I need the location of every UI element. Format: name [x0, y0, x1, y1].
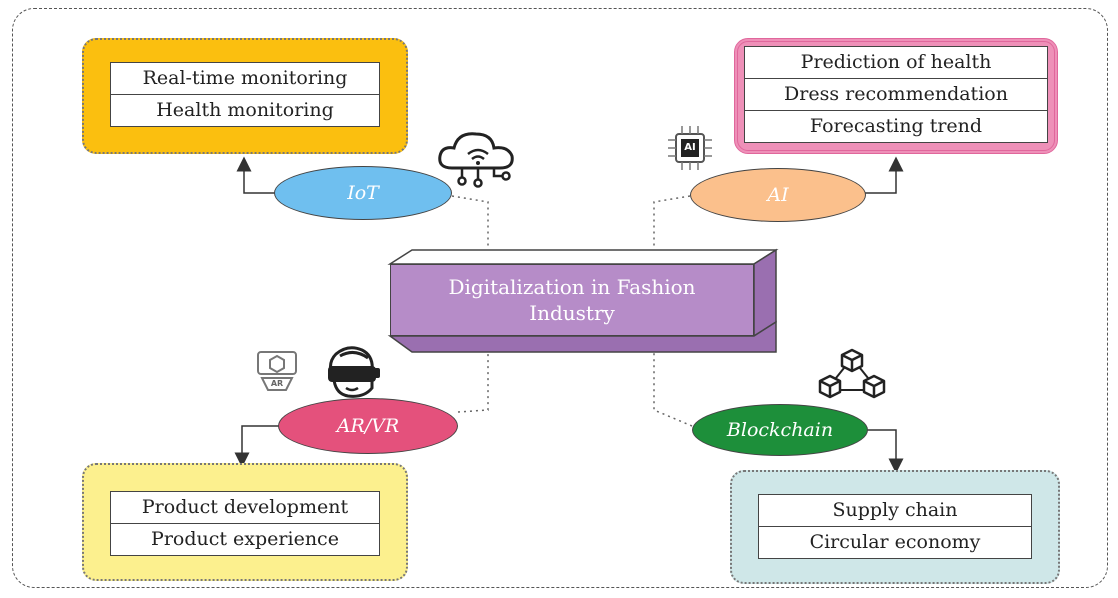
dashed-frame — [12, 8, 1108, 588]
vr-headset-icon — [328, 346, 380, 398]
ai-node: AI — [690, 168, 866, 222]
ar-badge-icon: AR — [254, 348, 300, 394]
blockchain-panel: Supply chain Circular economy — [730, 470, 1060, 584]
iot-items: Real-time monitoring Health monitoring — [110, 62, 380, 127]
iot-node: IoT — [274, 166, 452, 220]
iot-panel: Real-time monitoring Health monitoring — [82, 38, 408, 154]
arrow-iot — [236, 156, 278, 194]
list-item: Prediction of health — [745, 47, 1047, 79]
ai-panel: Prediction of health Dress recommendatio… — [734, 38, 1058, 154]
arrow-ai — [862, 156, 904, 194]
arvr-label: AR/VR — [336, 415, 400, 437]
blockchain-items: Supply chain Circular economy — [758, 494, 1032, 559]
blockchain-node: Blockchain — [692, 404, 868, 456]
arvr-panel: Product development Product experience — [82, 463, 408, 581]
blocks-icon — [818, 348, 886, 399]
center-box: Digitalization in Fashion Industry — [390, 264, 754, 336]
list-item: Forecasting trend — [809, 115, 983, 137]
arvr-items: Product development Product experience — [110, 491, 380, 556]
arrow-arvr — [234, 425, 282, 468]
center-title: Digitalization in Fashion Industry — [448, 275, 696, 325]
ar-badge-text: AR — [270, 379, 284, 388]
ai-items: Prediction of health Dress recommendatio… — [744, 46, 1048, 143]
ai-chip-icon: AI — [666, 124, 714, 172]
connector-blockchain — [653, 352, 693, 427]
connector-arvr — [457, 352, 489, 413]
list-item: Product development — [111, 492, 379, 524]
list-item: Real-time monitoring — [111, 63, 379, 95]
blockchain-label: Blockchain — [726, 419, 834, 441]
ai-chip-text: AI — [684, 142, 696, 153]
list-item: Circular economy — [809, 531, 981, 553]
arvr-node: AR/VR — [278, 398, 458, 454]
center-box-bottom — [387, 320, 777, 353]
list-item: Product experience — [151, 528, 339, 550]
center-box-right — [753, 248, 777, 338]
ai-label: AI — [767, 184, 789, 206]
arrow-blockchain — [866, 429, 904, 474]
iot-label: IoT — [347, 182, 379, 204]
center-box-top — [387, 249, 779, 265]
connector-iot — [451, 195, 489, 262]
list-item: Dress recommendation — [745, 79, 1047, 111]
list-item: Supply chain — [759, 495, 1031, 527]
cloud-network-icon — [438, 132, 514, 188]
list-item: Health monitoring — [156, 99, 334, 121]
connector-ai — [653, 195, 691, 262]
